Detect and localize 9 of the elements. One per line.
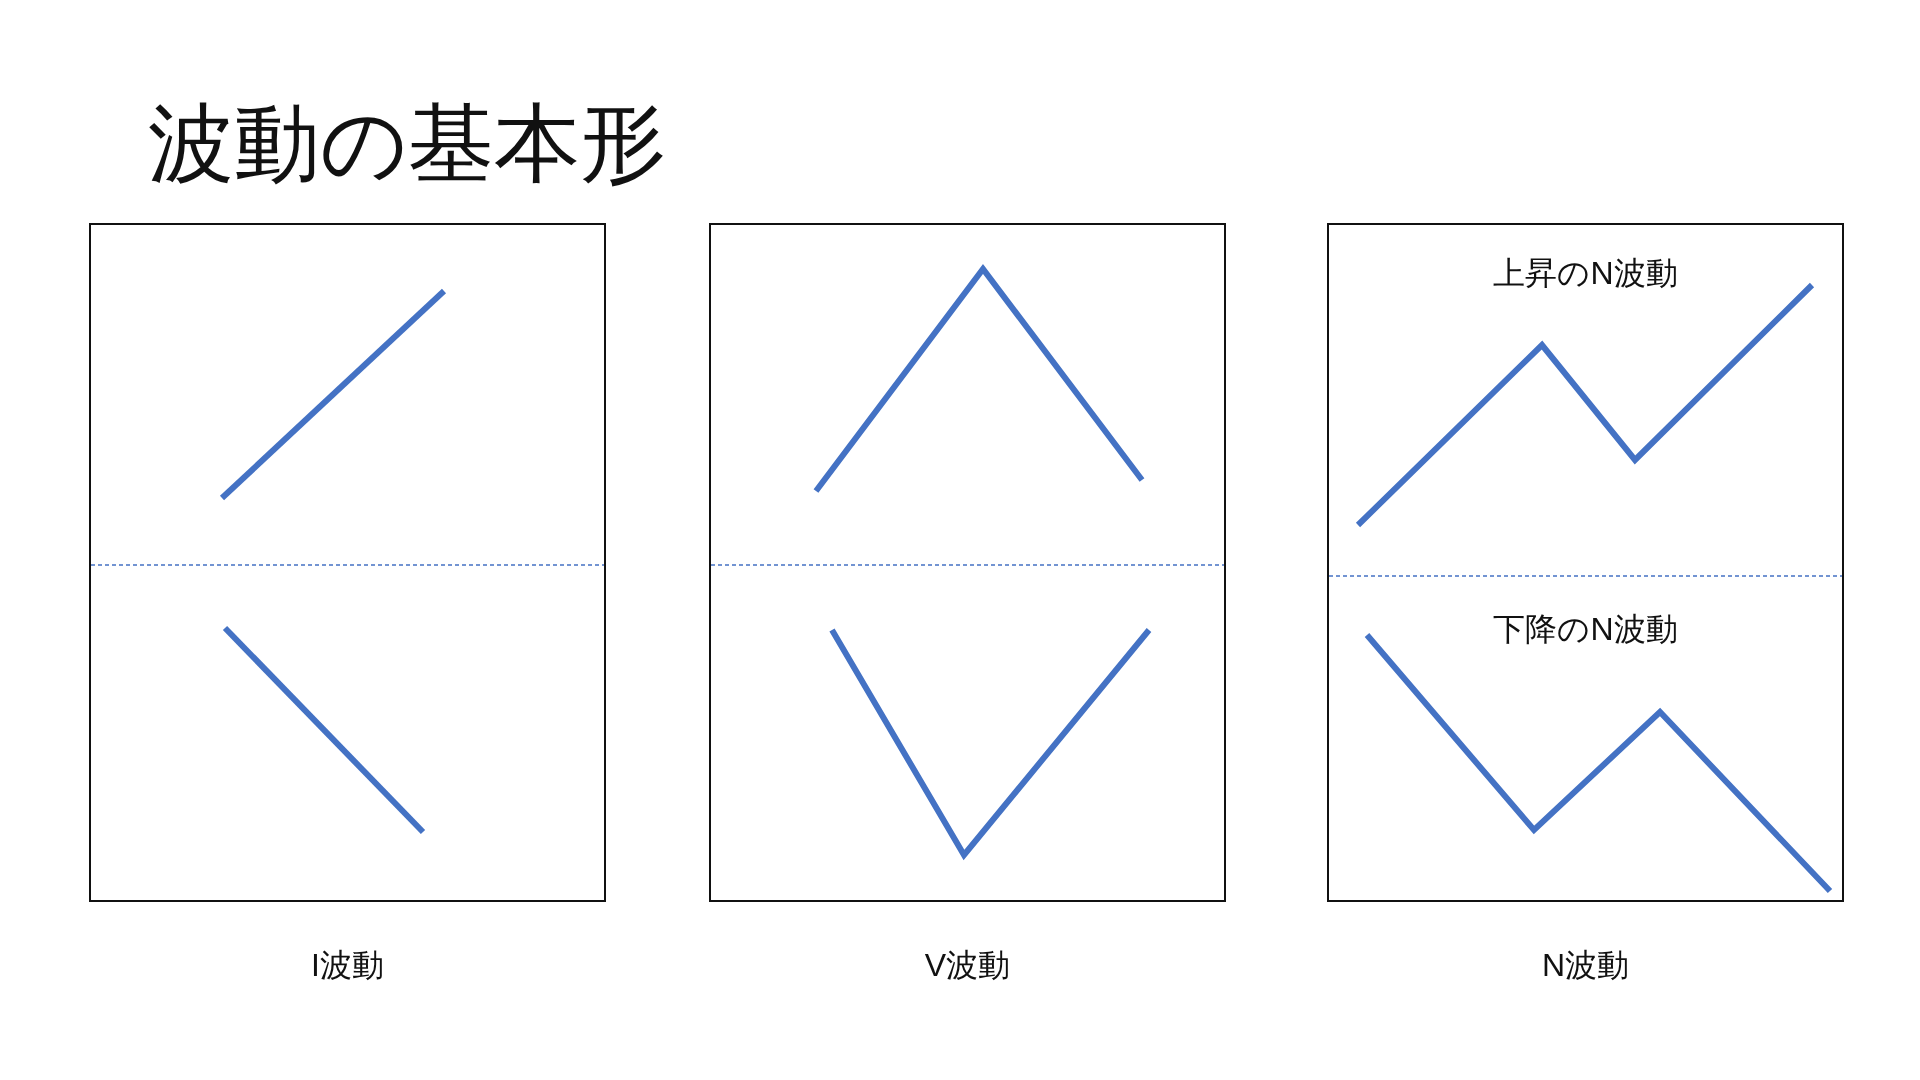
- wave-label: 上昇のN波動: [1493, 255, 1678, 292]
- title: 波動の基本形: [148, 96, 666, 191]
- panel-frame: [709, 223, 1226, 902]
- panel-frame: [89, 223, 606, 902]
- panel-frame: [1327, 223, 1844, 902]
- panel-caption: V波動: [924, 947, 1011, 984]
- panel-caption: N波動: [1541, 947, 1630, 984]
- wave-label: 下降のN波動: [1493, 611, 1678, 648]
- panel-caption: I波動: [311, 947, 384, 984]
